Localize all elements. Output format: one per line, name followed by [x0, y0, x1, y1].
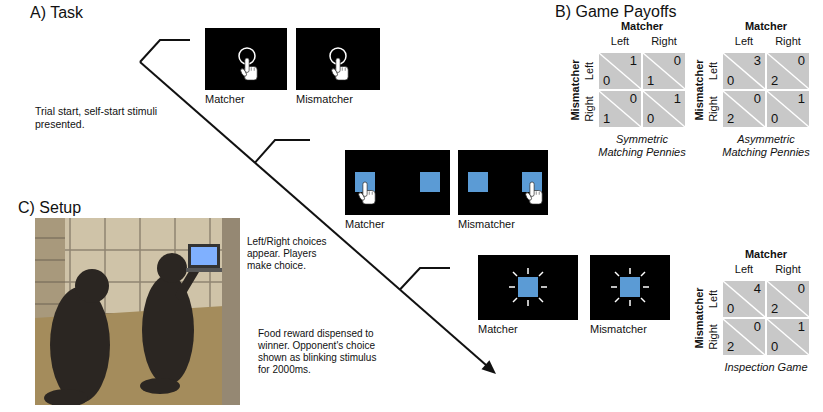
choice-label: Right [707, 96, 720, 122]
payoff-value: 1 [630, 53, 637, 69]
game-caption: Inspection Game [720, 361, 812, 374]
touch-screens [205, 28, 670, 320]
player-heading: Mismatcher [693, 287, 706, 348]
player-label: Mismatcher [458, 218, 515, 231]
player-label: Matcher [478, 323, 518, 336]
panel-label: C) Setup [18, 198, 81, 217]
payoff-value: 2 [727, 111, 734, 127]
setup-photo [35, 218, 240, 405]
player-label: Mismatcher [590, 323, 647, 336]
payoff-value: 1 [798, 319, 805, 335]
payoff-value: 0 [771, 111, 778, 127]
payoff-value: 0 [647, 111, 654, 127]
player-heading: Mismatcher [693, 59, 706, 120]
choice-label: Right [775, 263, 801, 276]
choice-label: Right [707, 324, 720, 350]
payoff-value: 0 [630, 91, 637, 107]
choice-label: Left [707, 62, 720, 80]
payoff-value: 0 [674, 53, 681, 69]
payoff-value: 0 [771, 339, 778, 355]
payoff-value: 2 [771, 73, 778, 89]
player-heading: Matcher [745, 248, 787, 261]
choice-label: Right [583, 96, 596, 122]
payoff-value: 1 [603, 111, 610, 127]
payoff-value: 0 [754, 91, 761, 107]
payoff-value: 3 [754, 53, 761, 69]
player-heading: Mismatcher [569, 59, 582, 120]
touch-screen: Matcher [478, 255, 578, 320]
payoff-value: 0 [798, 53, 805, 69]
touch-screen: Matcher [345, 150, 450, 215]
game-caption: Symmetric Matching Pennies [596, 133, 688, 159]
choice-label: Right [651, 35, 677, 48]
choice-label: Left [735, 263, 753, 276]
payoff-value: 0 [798, 281, 805, 297]
player-label: Matcher [345, 218, 385, 231]
player-label: Mismatcher [296, 93, 353, 106]
step-note: Food reward dispensed to winner. Opponen… [258, 328, 388, 376]
touch-screen: Matcher [205, 28, 287, 90]
player-heading: Matcher [745, 20, 787, 33]
panel-label: A) Task [30, 3, 83, 22]
touch-screen: Mismatcher [296, 28, 380, 90]
player-label: Matcher [205, 93, 245, 106]
payoff-value: 0 [727, 73, 734, 89]
choice-label: Left [735, 35, 753, 48]
touch-screen: Mismatcher [590, 255, 670, 320]
panel-label: B) Game Payoffs [555, 2, 677, 21]
choice-label: Left [707, 290, 720, 308]
choice-label: Left [611, 35, 629, 48]
payoff-value: 0 [754, 319, 761, 335]
payoff-cells [598, 52, 810, 356]
game-caption: Asymmetric Matching Pennies [720, 133, 812, 159]
payoff-value: 2 [727, 339, 734, 355]
payoff-value: 0 [727, 301, 734, 317]
step-note: Trial start, self-start stimuli presente… [35, 105, 160, 130]
payoff-value: 4 [754, 281, 761, 297]
step-note: Left/Right choices appear. Players make … [247, 236, 331, 272]
choice-label: Left [583, 62, 596, 80]
payoff-value: 0 [603, 73, 610, 89]
payoff-value: 1 [647, 73, 654, 89]
arrow-head [482, 360, 497, 374]
payoff-value: 1 [674, 91, 681, 107]
player-heading: Matcher [621, 20, 663, 33]
payoff-value: 1 [798, 91, 805, 107]
choice-label: Right [775, 35, 801, 48]
touch-screen: Mismatcher [458, 150, 548, 215]
payoff-value: 2 [771, 301, 778, 317]
